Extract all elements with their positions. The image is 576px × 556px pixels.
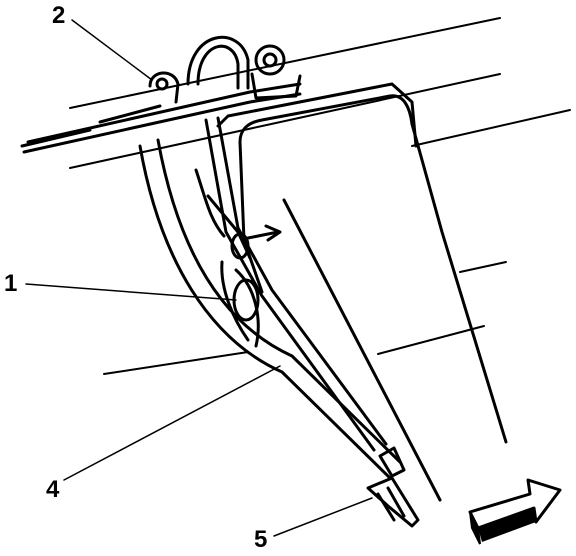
callout-5: 5 [254,526,268,553]
pedal-linkage [194,168,260,348]
small-arrow-icon [246,224,282,242]
pedal-arm [138,116,402,480]
forward-arrow-icon [468,478,562,545]
support-bar [20,82,302,154]
bracket-plate [216,82,508,502]
callout-2: 2 [52,2,66,29]
dash-panel-lines [69,17,571,375]
leader-lines [25,19,373,537]
callout-4: 4 [46,476,60,503]
top-brackets [148,35,302,104]
callout-1: 1 [4,270,18,297]
bottom-connector [366,446,420,528]
